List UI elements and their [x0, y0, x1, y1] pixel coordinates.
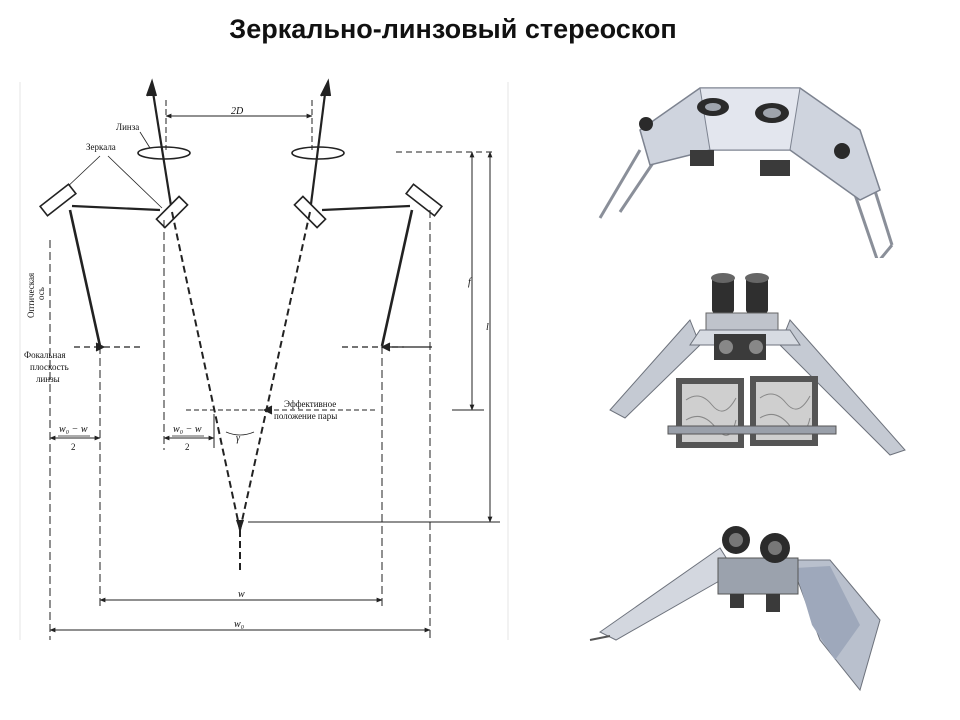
stereoscope-photo-bottom	[588, 516, 894, 696]
effective-position-marks	[186, 405, 376, 415]
stereoscope-photo-middle	[586, 258, 922, 462]
outer-rays	[68, 209, 414, 347]
label-l: l	[486, 322, 489, 333]
label-effective-2: положение пары	[274, 411, 337, 421]
right-eye-ray	[308, 78, 332, 213]
label-f: f	[468, 277, 472, 288]
label-focal-plane-2: плоскость	[30, 362, 69, 372]
label-frac-mid-den: 2	[185, 442, 190, 452]
stereoscope-photo-top	[580, 78, 910, 278]
left-lens	[137, 146, 191, 160]
label-frac-left-den: 2	[71, 442, 76, 452]
label-gamma: γ	[236, 433, 241, 444]
slide-title: Зеркально-линзовый стереоскоп	[229, 14, 677, 44]
mirror-beams	[71, 204, 411, 212]
outer-right-mirror	[404, 183, 444, 217]
label-focal-plane-3: линзы	[36, 374, 60, 384]
label-focal-plane-1: Фокальная	[24, 350, 65, 360]
label-effective-1: Эффективное	[284, 399, 336, 409]
label-frac-mid-num: w₀ − w	[173, 424, 202, 435]
label-optical-axis-1: Оптическая	[26, 273, 36, 318]
label-2d: 2D	[231, 106, 244, 117]
dim-w-w0	[49, 597, 431, 633]
label-lens: Линза	[116, 122, 139, 132]
dim-f-l	[248, 151, 500, 523]
label-w0: w₀	[234, 619, 245, 630]
focal-plane-marks	[74, 342, 432, 352]
left-eye-ray	[145, 78, 174, 213]
convergence-rays	[171, 211, 311, 570]
outer-left-mirror	[38, 183, 78, 217]
right-lens	[291, 146, 345, 160]
convergence-point	[236, 520, 244, 532]
label-frac-left-num: w₀ − w	[59, 424, 88, 435]
dim-half-diff	[49, 414, 215, 448]
label-w: w	[238, 589, 245, 600]
label-optical-axis-2: ось	[36, 287, 46, 300]
optical-axis-label: Оптическая ось	[26, 273, 46, 318]
scan-frame	[19, 82, 509, 640]
label-mirrors: Зеркала	[86, 142, 116, 152]
dim-2d	[165, 100, 313, 150]
